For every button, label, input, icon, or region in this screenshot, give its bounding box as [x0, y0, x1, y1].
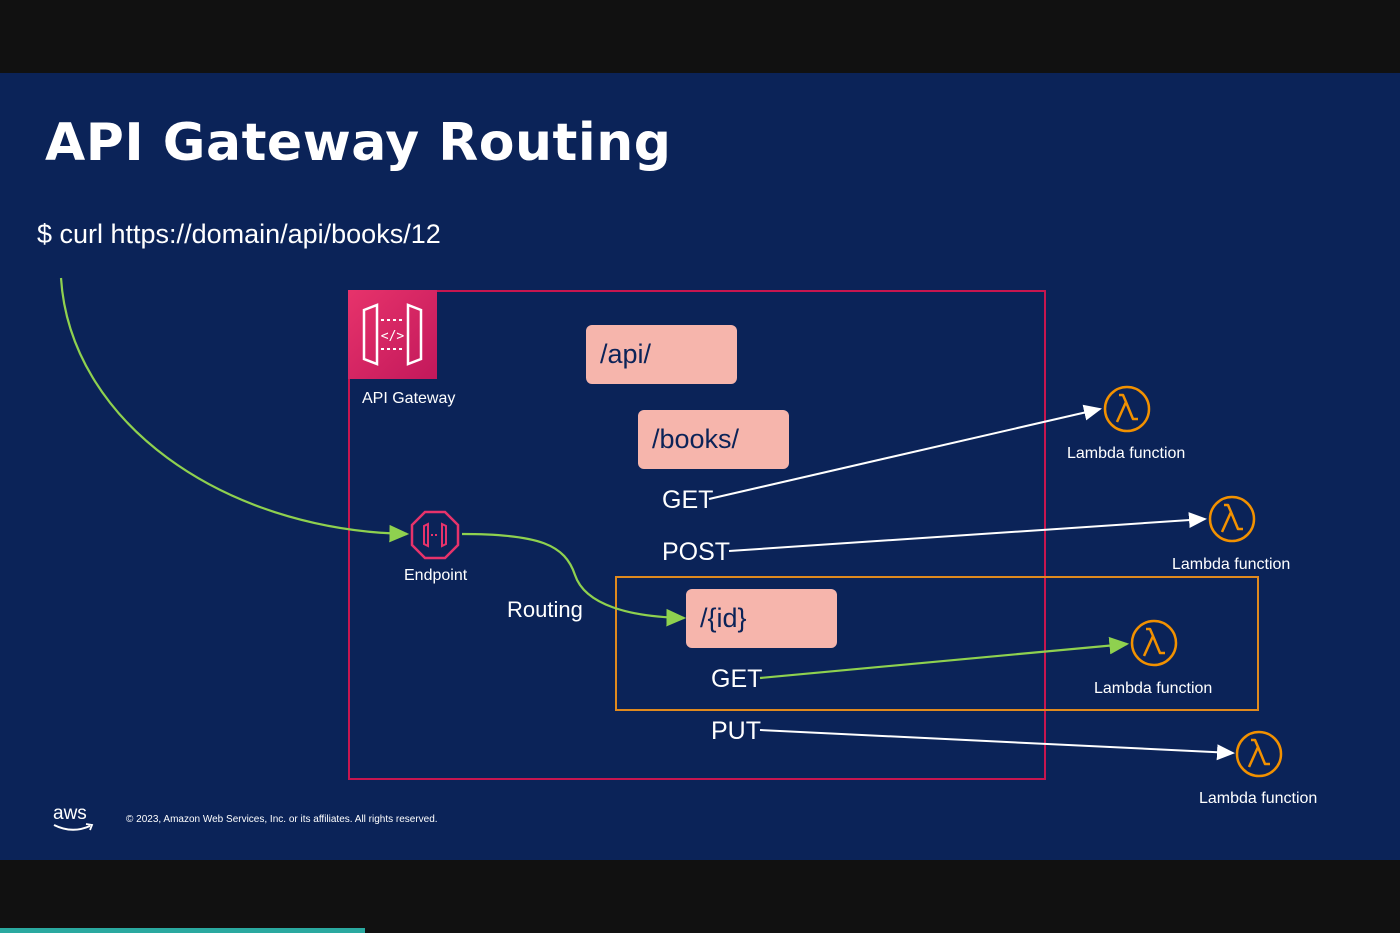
curl-command: $ curl https://domain/api/books/12 — [37, 219, 441, 249]
books-get-method: GET — [662, 486, 714, 514]
lambda-label: Lambda function — [1094, 680, 1213, 697]
lambda-icon — [1103, 385, 1151, 433]
aws-logo: aws — [53, 803, 87, 824]
lambda-label: Lambda function — [1172, 556, 1291, 573]
books-get-arrow — [708, 404, 1102, 500]
request-path-to-endpoint — [59, 277, 410, 543]
slide-title: API Gateway Routing — [45, 113, 672, 173]
svg-text:</>: </> — [381, 329, 405, 344]
id-get-method: GET — [711, 665, 763, 693]
aws-smile-icon — [53, 823, 94, 831]
routing-label: Routing — [507, 597, 583, 622]
api-gateway-icon: </> — [348, 290, 437, 379]
lambda-icon — [1130, 619, 1178, 667]
endpoint-icon — [410, 510, 460, 560]
lambda-icon — [1235, 730, 1283, 778]
api-gateway-boundary — [348, 290, 1046, 780]
id-put-arrow — [759, 729, 1235, 761]
request-path-to-id — [461, 532, 687, 627]
books-post-method: POST — [662, 538, 731, 566]
resource-books: /books/ — [638, 410, 789, 469]
copyright-text: © 2023, Amazon Web Services, Inc. or its… — [126, 814, 438, 825]
resource-api: /api/ — [586, 325, 737, 384]
id-put-method: PUT — [711, 717, 761, 745]
resource-id: /{id} — [686, 589, 837, 648]
endpoint-label: Endpoint — [404, 567, 468, 584]
api-gateway-label: API Gateway — [362, 390, 456, 407]
video-progress-bar[interactable] — [0, 928, 365, 933]
id-resource-boundary — [615, 576, 1259, 711]
lambda-label: Lambda function — [1067, 445, 1186, 462]
lambda-icon — [1208, 495, 1256, 543]
id-get-arrow — [759, 636, 1130, 680]
books-post-arrow — [728, 512, 1207, 552]
lambda-label: Lambda function — [1199, 790, 1318, 807]
